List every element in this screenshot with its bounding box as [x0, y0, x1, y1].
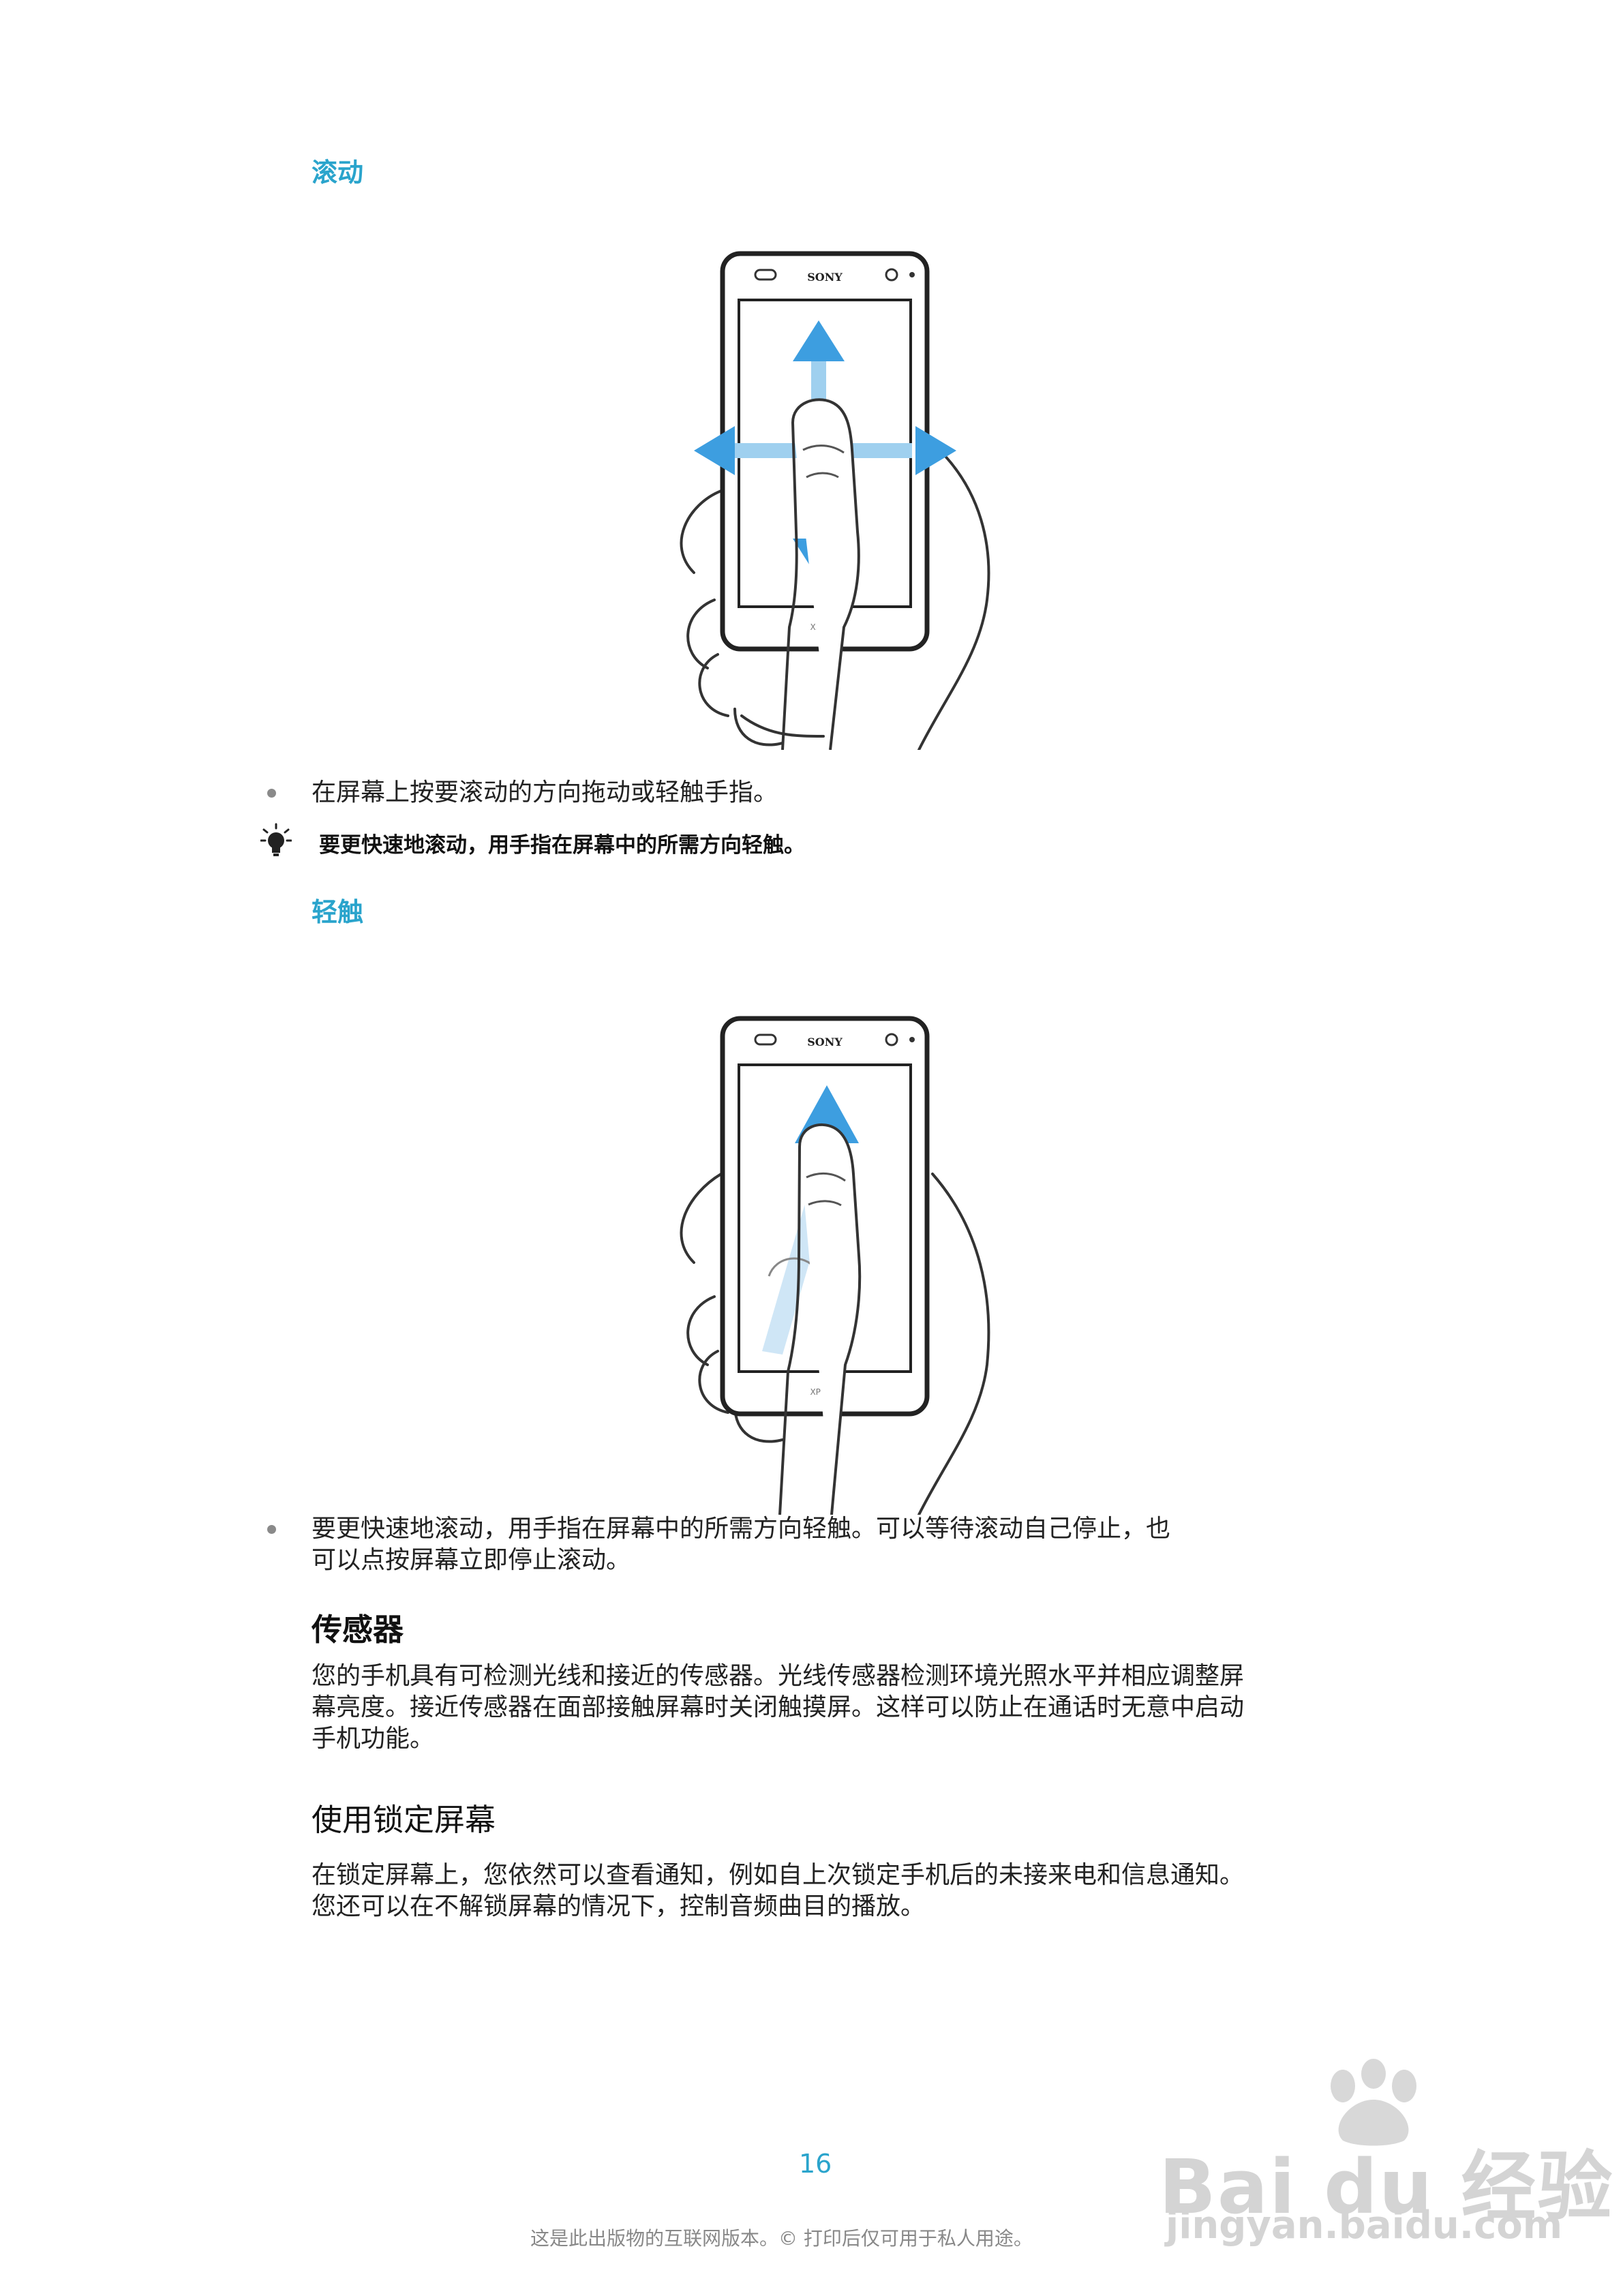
paragraph-line: 您还可以在不解锁屏幕的情况下，控制音频曲目的播放。 — [312, 1892, 926, 1920]
paragraph-line: 幕亮度。接近传感器在面部接触屏幕时关闭触摸屏。这样可以防止在通话时无意中启动 — [312, 1693, 1245, 1721]
scroll-gesture-illustration: SONY XPERIA — [680, 251, 990, 750]
section-title-sensors: 传感器 — [312, 1612, 404, 1648]
section-title-lock-screen: 使用锁定屏幕 — [312, 1802, 496, 1838]
scroll-tip-text: 要更快速地滚动，用手指在屏幕中的所需方向轻触。 — [319, 833, 805, 858]
watermark-url: jingyan.baidu.com — [1166, 2203, 1563, 2248]
paragraph-line: 您的手机具有可检测光线和接近的传感器。光线传感器检测环境光照水平并相应调整屏 — [312, 1662, 1245, 1690]
bullet-dot — [267, 1525, 276, 1534]
lightbulb-tip-icon — [260, 823, 292, 856]
baidu-paw-icon — [1331, 2059, 1416, 2146]
flick-bullet-line-1: 要更快速地滚动，用手指在屏幕中的所需方向轻触。可以等待滚动自己停止，也 — [312, 1515, 1171, 1543]
paragraph-line: 手机功能。 — [312, 1725, 435, 1753]
phone-brand-label: SONY — [807, 1036, 843, 1048]
footer-note: 这是此出版物的互联网版本。© 打印后仅可用于私人用途。 — [530, 2227, 1033, 2250]
watermark-logo: Bai du 经验 — [1159, 2143, 1614, 2231]
phone-brand-label: SONY — [807, 271, 843, 284]
section-title-scroll: 滚动 — [312, 157, 364, 187]
scroll-bullet-text: 在屏幕上按要滚动的方向拖动或轻触手指。 — [312, 779, 778, 806]
bullet-dot — [267, 789, 276, 798]
sensors-paragraph: 您的手机具有可检测光线和接近的传感器。光线传感器检测环境光照水平并相应调整屏 幕… — [312, 1661, 1375, 1755]
section-title-flick: 轻触 — [312, 897, 364, 927]
page-number: 16 — [799, 2149, 832, 2179]
flick-gesture-illustration: SONY XPERIA — [680, 1016, 990, 1515]
flick-bullet-line-2: 可以点按屏幕立即停止滚动。 — [312, 1546, 631, 1574]
paragraph-line: 在锁定屏幕上，您依然可以查看通知，例如自上次锁定手机后的未接来电和信息通知。 — [312, 1861, 1245, 1889]
lock-screen-paragraph: 在锁定屏幕上，您依然可以查看通知，例如自上次锁定手机后的未接来电和信息通知。 您… — [312, 1860, 1375, 1922]
